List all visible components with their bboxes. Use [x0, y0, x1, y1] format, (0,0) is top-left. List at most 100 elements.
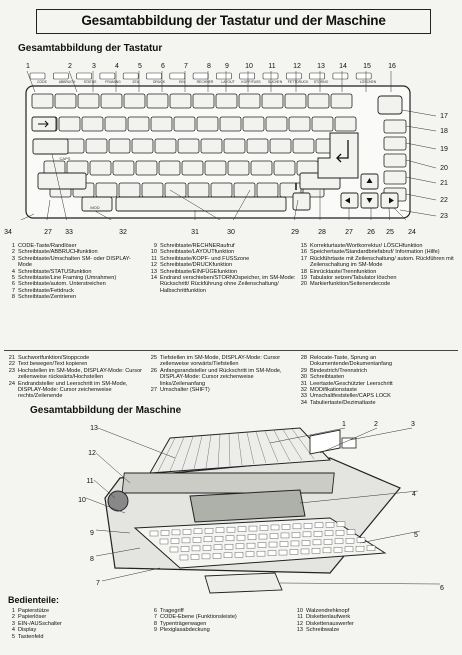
machine-callout-number: 5: [414, 532, 418, 539]
keyboard-heading: Gesamtabbildung der Tastatur: [18, 43, 163, 54]
legend-number: 4: [11, 268, 15, 275]
platen: [121, 472, 335, 494]
legend-number: 33: [300, 393, 307, 400]
machine-callout-number: 7: [96, 580, 100, 587]
legend-text: Schreibtaste/ABBRUCHfunktion: [18, 249, 98, 256]
leader-line: [359, 530, 421, 544]
top-callout-number: 10: [245, 63, 253, 70]
machine-key: [234, 552, 244, 558]
machine-key: [333, 547, 343, 553]
legend-number: 8: [11, 294, 15, 301]
machine-key: [180, 546, 190, 552]
top-callout-number: 15: [363, 63, 371, 70]
machine-key: [257, 542, 267, 548]
keyboard-key: [173, 116, 196, 132]
keyboard-key: [261, 93, 284, 109]
machine-key: [192, 537, 202, 543]
machine-key: [302, 531, 312, 538]
machine-callout-number: 10: [78, 497, 86, 504]
legend-text: Display: [18, 627, 37, 634]
key-label: RECHNER: [196, 80, 214, 84]
legend-number: 19: [300, 275, 307, 282]
right-callout-number: 19: [440, 146, 448, 153]
machine-key: [169, 546, 179, 553]
legend-divider: [4, 350, 458, 351]
legend-text: Umschalter (SHIFT): [160, 387, 210, 394]
machine-callout-number: 8: [90, 556, 94, 563]
top-callout-number: 13: [317, 63, 325, 70]
mod-key: [81, 196, 113, 212]
keyboard-key: [181, 160, 204, 176]
legend-number: 1: [11, 243, 15, 249]
keyboard-key: [54, 93, 77, 109]
legend-text: Text bewegen/Text kopieren: [18, 361, 88, 368]
keyboard-key: [169, 93, 192, 109]
keyboard-key: [112, 160, 135, 176]
machine-key: [213, 544, 223, 551]
keyboard-key: [238, 93, 261, 109]
machine-key: [303, 523, 313, 529]
legend-text: Papierstütze: [18, 608, 50, 614]
leader-line: [393, 207, 407, 220]
legend-text: Walzendrehknopf: [306, 608, 350, 614]
keyboard-key: [150, 116, 173, 132]
leader-line: [401, 109, 437, 117]
keyboard-key: [164, 182, 187, 198]
machine-key: [235, 543, 245, 549]
keyboard-key: [104, 116, 127, 132]
legend-text: Schreibtaste/RECHNERaufruf: [160, 243, 235, 249]
legend-number: 12: [296, 620, 303, 627]
machine-key: [149, 530, 159, 537]
keyboard-key: [192, 93, 215, 109]
machine-key: [334, 538, 344, 544]
machine-callout-number: 12: [88, 450, 96, 457]
machine-key: [171, 529, 181, 536]
page-title: Gesamtabbildung der Tastatur und der Mas…: [36, 9, 431, 34]
keyboard-key: [288, 116, 311, 132]
keyboard-key: [127, 116, 150, 132]
bottom-callout-number: 25: [386, 229, 394, 236]
key-label: STORNO: [313, 80, 329, 84]
arrow-down-icon: [366, 198, 373, 203]
side-key: [383, 170, 407, 185]
keyboard-key: [135, 160, 158, 176]
legend-text: Anfangsrandsteller und Rückschritt im SM…: [160, 367, 282, 387]
machine-key: [236, 534, 246, 541]
key-label: SUCHEN: [267, 80, 283, 84]
return-arrow-icon: [336, 140, 349, 163]
bottom-callout-number: 33: [65, 229, 73, 236]
legend-text: Typenträgerwagen: [160, 620, 207, 627]
keyboard-key: [215, 93, 238, 109]
legend-number: 6: [11, 281, 15, 288]
machine-key: [215, 527, 225, 533]
legend-text: Tabuliertaste/Dezimaltaste: [310, 399, 376, 406]
paper-release: [309, 429, 341, 455]
leader-line: [169, 189, 221, 220]
legend-number: 34: [300, 399, 307, 406]
legend-number: 20: [300, 281, 307, 288]
keyboard-key: [227, 160, 250, 176]
leader-line: [94, 210, 112, 220]
leader-line: [95, 529, 131, 534]
key-label: LÖSCHEN: [359, 80, 377, 84]
key-label: ABBRUCH: [58, 80, 76, 84]
legend-number: 9: [153, 627, 157, 634]
arrow-right-icon: [389, 197, 394, 204]
legend-text: Korrekturtaste/Wortkorrektur/ LÖSCHfunkt…: [310, 243, 423, 249]
legend-number: 17: [300, 255, 307, 262]
leader-line: [85, 497, 126, 514]
